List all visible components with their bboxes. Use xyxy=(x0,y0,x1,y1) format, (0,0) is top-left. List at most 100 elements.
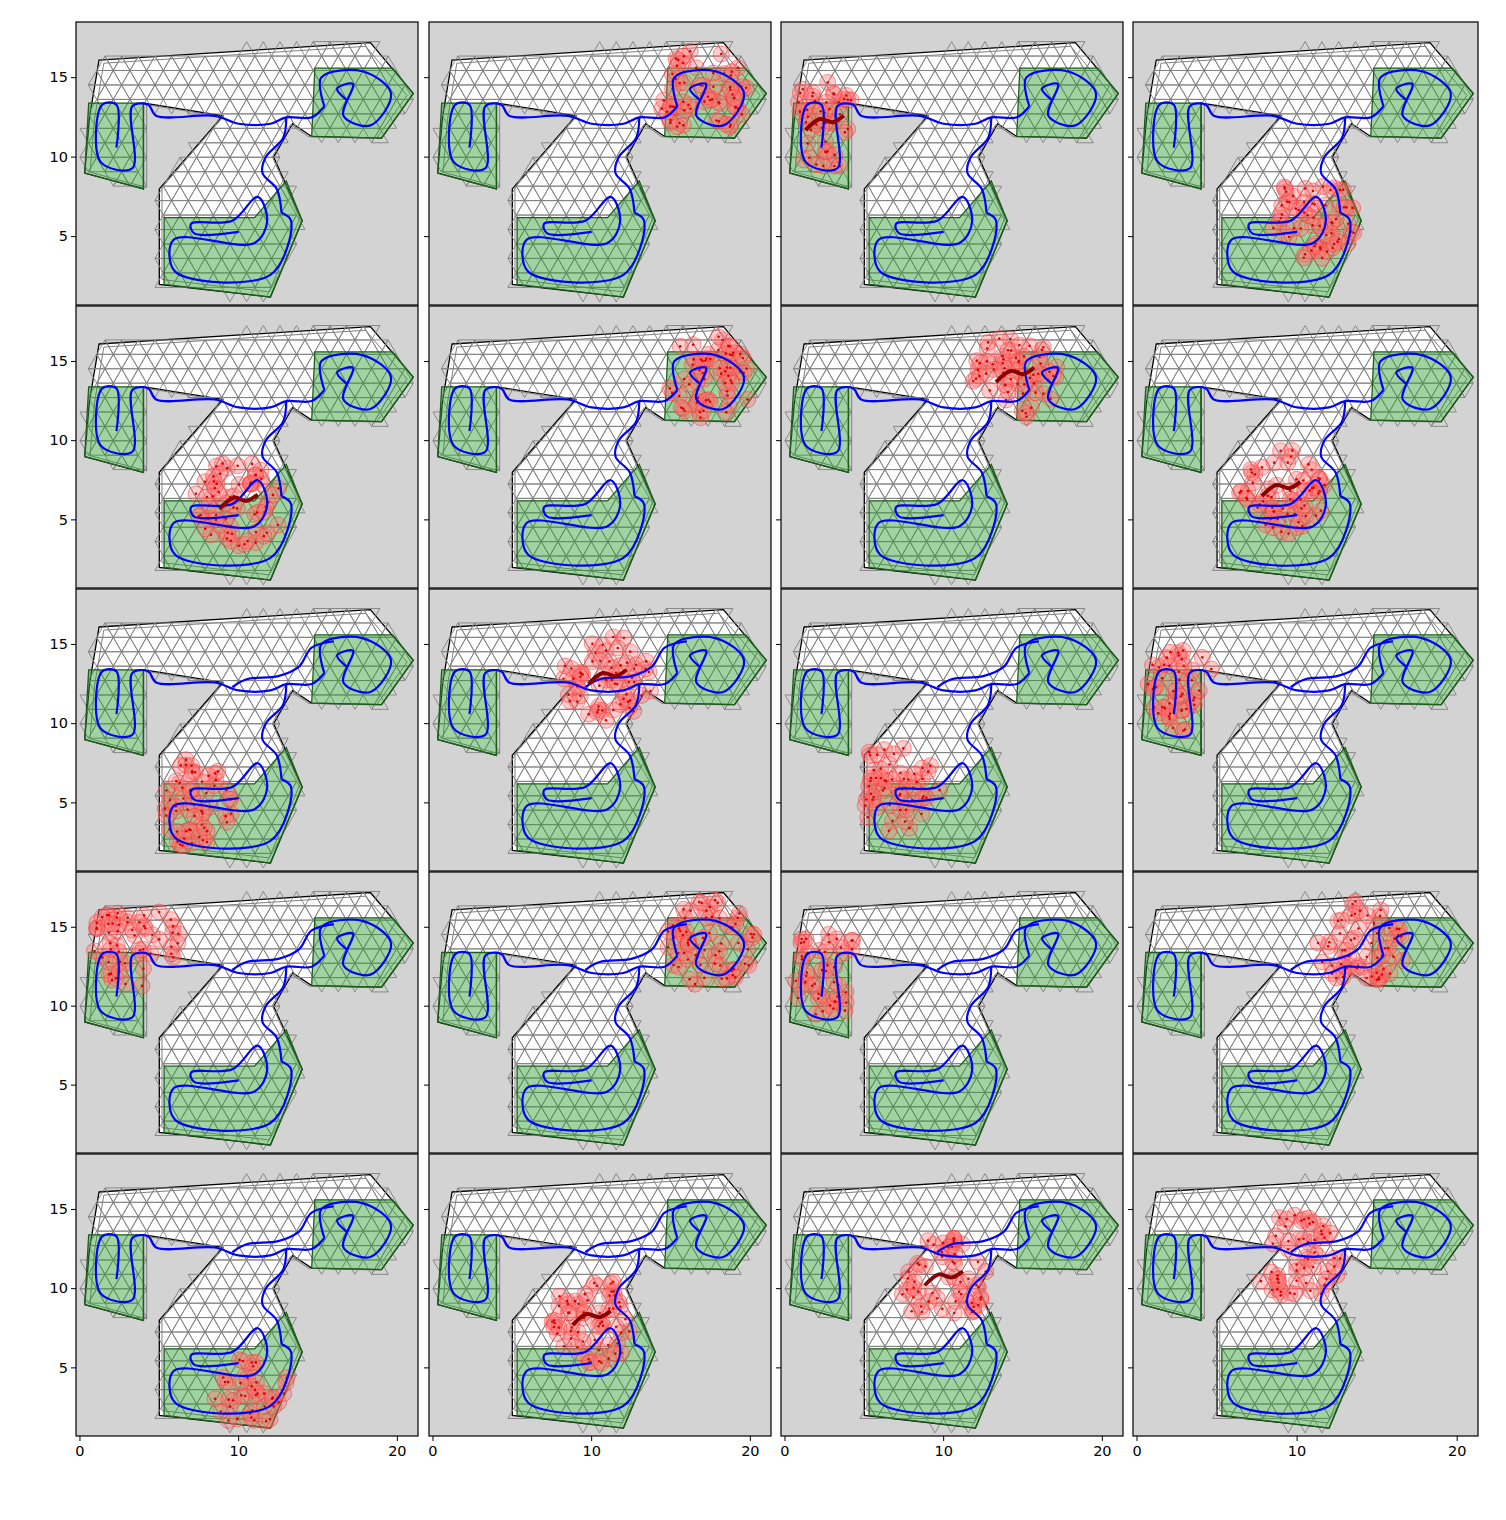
sample-dot xyxy=(1262,500,1265,503)
y-tick xyxy=(71,519,76,520)
sample-dot xyxy=(610,679,613,682)
panel-frame xyxy=(76,22,418,305)
sample-dot xyxy=(1293,227,1296,230)
robot-path xyxy=(449,102,677,170)
y-tick xyxy=(71,236,76,237)
sample-dot xyxy=(872,796,875,799)
sample-dot xyxy=(1016,382,1019,385)
panel-ground xyxy=(781,872,1123,1153)
target-region xyxy=(164,181,302,297)
mesh xyxy=(433,891,766,1149)
sample-dot xyxy=(1052,375,1055,378)
robot-path xyxy=(615,117,639,212)
sample-dot xyxy=(605,649,608,652)
domain-outline xyxy=(790,610,1119,863)
sample-dot xyxy=(1042,346,1045,349)
active-segment xyxy=(1262,482,1300,496)
sample-dot xyxy=(169,918,172,921)
sample-dot xyxy=(648,671,651,674)
sample-dot xyxy=(236,464,239,467)
domain-outline xyxy=(85,43,414,297)
panel-frame xyxy=(781,589,1123,871)
target-region xyxy=(665,918,767,987)
sample-dot xyxy=(1273,461,1276,464)
robot-path xyxy=(937,641,1039,687)
domain-outline xyxy=(790,43,1119,297)
sample-dot xyxy=(229,540,232,543)
sample-dot xyxy=(1272,526,1275,529)
sample-dot xyxy=(111,979,114,982)
sample-dot xyxy=(227,1381,230,1384)
sample-dot xyxy=(847,98,850,101)
y-tick xyxy=(1128,440,1133,441)
panel-ground xyxy=(76,22,418,305)
sample-dot xyxy=(683,378,686,381)
panel-frame xyxy=(1133,589,1478,871)
sample-dot xyxy=(711,98,714,101)
sample-dot xyxy=(679,930,682,933)
sample-dot xyxy=(678,927,681,930)
sample-dot xyxy=(645,660,648,663)
sample-dot xyxy=(726,366,729,369)
sample-dot xyxy=(979,362,982,365)
sample-dot xyxy=(699,416,702,419)
sample-dot xyxy=(864,804,867,807)
panel-ground xyxy=(429,872,771,1153)
sample-dot xyxy=(253,513,256,516)
panel xyxy=(429,306,771,588)
robot-path xyxy=(967,684,991,779)
sample-dot xyxy=(111,922,114,925)
sample-dot xyxy=(669,105,672,108)
sample-dot xyxy=(824,950,827,953)
sample-dot xyxy=(903,778,906,781)
target-region xyxy=(312,918,414,987)
sample-dot xyxy=(733,97,736,100)
sample-dot xyxy=(1341,949,1344,952)
sample-dot xyxy=(729,353,732,356)
robot-path xyxy=(967,117,991,212)
sample-dot xyxy=(875,777,878,780)
sensing-disc xyxy=(740,392,756,408)
sensing-disc xyxy=(804,978,820,994)
sample-dot xyxy=(251,463,254,466)
y-tick xyxy=(424,644,429,645)
sample-dot xyxy=(741,113,744,116)
sample-dot xyxy=(633,668,636,671)
sensing-disc xyxy=(598,712,614,728)
mesh xyxy=(433,42,766,302)
robot-path xyxy=(874,1046,996,1131)
y-tick xyxy=(71,1085,76,1086)
sensing-disc xyxy=(881,823,897,839)
panel-ground xyxy=(1133,22,1478,305)
sample-dot xyxy=(879,767,882,770)
sample-dot xyxy=(251,1361,254,1364)
sample-dot xyxy=(718,917,721,920)
sensing-disc xyxy=(682,971,698,987)
sample-dot xyxy=(799,92,802,95)
sample-dot xyxy=(1311,202,1314,205)
sample-dot xyxy=(277,524,280,527)
sensing-disc xyxy=(746,926,762,942)
robot-path xyxy=(1227,1046,1350,1131)
domain-outline xyxy=(790,327,1119,580)
sample-dot xyxy=(597,705,600,708)
sample-dot xyxy=(844,1009,847,1012)
sample-dot xyxy=(1180,695,1183,698)
sensing-disc xyxy=(94,909,110,925)
sample-dot xyxy=(705,916,708,919)
robot-path xyxy=(449,669,677,737)
target-region xyxy=(517,1030,655,1145)
sample-dot xyxy=(972,380,975,383)
sample-dot xyxy=(1319,248,1322,251)
sample-dot xyxy=(869,780,872,783)
robot-path xyxy=(96,952,324,1020)
sensing-disc xyxy=(1326,236,1342,252)
panel-ground xyxy=(76,306,418,588)
sample-dot xyxy=(142,967,145,970)
sample-dot xyxy=(230,812,233,815)
sample-dot xyxy=(712,86,715,89)
sample-dot xyxy=(101,916,104,919)
sample-dot xyxy=(975,359,978,362)
sample-dot xyxy=(254,474,257,477)
sample-dot xyxy=(256,1392,259,1395)
